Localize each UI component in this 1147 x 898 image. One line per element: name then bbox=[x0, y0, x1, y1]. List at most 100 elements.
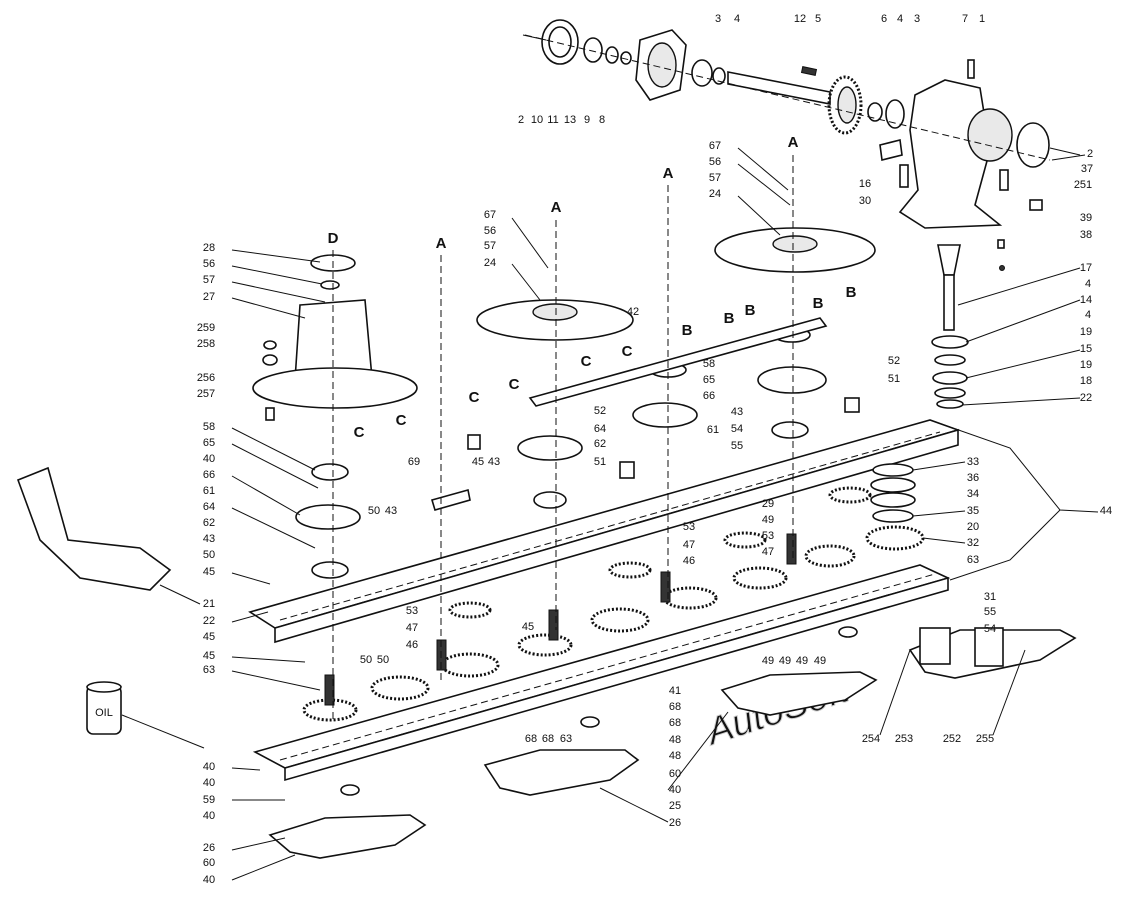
nut-bottom-c bbox=[838, 626, 858, 638]
ring-19a bbox=[934, 354, 966, 366]
plug-51 bbox=[844, 397, 860, 413]
part-callout: 55 bbox=[984, 606, 996, 618]
gear-stack-c bbox=[608, 561, 652, 579]
section-marker: C bbox=[469, 389, 480, 406]
section-marker: B bbox=[813, 295, 824, 312]
bolt-257 bbox=[265, 407, 275, 421]
bevel-gear-hub bbox=[837, 86, 857, 124]
hub-66-middle bbox=[517, 435, 583, 461]
part-callout: 49 bbox=[762, 655, 774, 667]
part-callout: 56 bbox=[203, 258, 215, 270]
guide-rail-42 bbox=[528, 317, 828, 407]
part-callout: 47 bbox=[762, 546, 774, 558]
part-callout: 28 bbox=[203, 242, 215, 254]
nut-bottom-a bbox=[340, 784, 360, 796]
part-callout: 10 bbox=[531, 114, 543, 126]
part-callout: 54 bbox=[731, 423, 743, 435]
gear-68-a bbox=[370, 675, 430, 701]
skids bbox=[268, 627, 1077, 859]
part-callout: 1 bbox=[979, 13, 985, 25]
plug-51-center bbox=[619, 461, 635, 479]
bolt-37 bbox=[999, 169, 1009, 191]
part-callout: 65 bbox=[203, 437, 215, 449]
section-marker: C bbox=[396, 412, 407, 429]
section-marker: B bbox=[745, 302, 756, 319]
gear-stack-b bbox=[723, 531, 767, 549]
part-callout: 49 bbox=[796, 655, 808, 667]
ring-35 bbox=[872, 509, 914, 523]
part-callout: 20 bbox=[967, 521, 979, 533]
seal-cup-inner bbox=[548, 26, 572, 58]
vent-plug bbox=[967, 59, 975, 79]
part-callout: 251 bbox=[1074, 179, 1092, 191]
part-callout: 38 bbox=[1080, 229, 1092, 241]
part-callout: 66 bbox=[203, 469, 215, 481]
gearbox-assembly bbox=[524, 19, 1051, 409]
part-callout: 57 bbox=[484, 240, 496, 252]
part-callout: 47 bbox=[683, 539, 695, 551]
part-callout: 60 bbox=[203, 857, 215, 869]
part-callout: 4 bbox=[734, 13, 740, 25]
bracket-255 bbox=[974, 627, 1004, 667]
part-callout: 68 bbox=[542, 733, 554, 745]
oil-label: OIL bbox=[95, 707, 113, 719]
part-callout: 57 bbox=[203, 274, 215, 286]
part-callout: 66 bbox=[703, 390, 715, 402]
part-callout: 61 bbox=[203, 485, 215, 497]
gear-stack-a bbox=[828, 486, 872, 504]
part-callout: 40 bbox=[203, 761, 215, 773]
gearbox-centerline bbox=[524, 34, 1051, 161]
part-callout: 47 bbox=[406, 622, 418, 634]
part-callout: 45 bbox=[203, 566, 215, 578]
part-callout: 2 bbox=[1087, 148, 1093, 160]
leader-21 bbox=[159, 584, 201, 605]
section-marker: A bbox=[788, 134, 799, 151]
part-callout: 54 bbox=[984, 623, 996, 635]
part-callout: 51 bbox=[888, 373, 900, 385]
part-callout: 67 bbox=[709, 140, 721, 152]
part-callout: 61 bbox=[707, 424, 719, 436]
bracket-69 bbox=[430, 488, 471, 511]
part-callout: 43 bbox=[731, 406, 743, 418]
part-callout: 25 bbox=[669, 800, 681, 812]
part-callout: 56 bbox=[484, 225, 496, 237]
washer-38 bbox=[999, 265, 1005, 271]
bearing bbox=[691, 59, 713, 87]
part-callout: 4 bbox=[1085, 309, 1091, 321]
part-callout: 34 bbox=[967, 488, 979, 500]
plate-30 bbox=[879, 139, 903, 161]
housing-bore bbox=[967, 108, 1013, 162]
pinion-shaft bbox=[943, 274, 955, 331]
section-marker: B bbox=[724, 310, 735, 327]
oil-can-top bbox=[86, 681, 122, 693]
disc-hub-right bbox=[772, 235, 818, 253]
part-callout: 4 bbox=[897, 13, 903, 25]
part-callout: 39 bbox=[1080, 212, 1092, 224]
part-callout: 40 bbox=[203, 453, 215, 465]
gear-49-a bbox=[662, 586, 718, 610]
part-callout: 11 bbox=[547, 114, 558, 126]
part-callout: 32 bbox=[967, 537, 979, 549]
part-callout: 3 bbox=[715, 13, 721, 25]
part-callout: 68 bbox=[669, 717, 681, 729]
part-callout: 53 bbox=[406, 605, 418, 617]
part-callout: 46 bbox=[683, 555, 695, 567]
screw-39 bbox=[997, 239, 1005, 249]
section-marker: C bbox=[354, 424, 365, 441]
ring-33 bbox=[872, 463, 914, 477]
lower-bar-front bbox=[284, 576, 949, 782]
part-callout: 43 bbox=[385, 505, 397, 517]
part-callout: 59 bbox=[203, 794, 215, 806]
nut-bottom-b bbox=[580, 716, 600, 728]
part-callout: 45 bbox=[522, 621, 534, 633]
plug-251 bbox=[1029, 199, 1043, 211]
leader-lines bbox=[231, 34, 1099, 881]
key bbox=[800, 66, 818, 76]
bearing-58-left bbox=[311, 463, 349, 481]
part-callout: 17 bbox=[1080, 262, 1092, 274]
gear-68-c bbox=[517, 633, 573, 657]
part-callout: 49 bbox=[779, 655, 791, 667]
part-callout: 51 bbox=[594, 456, 606, 468]
